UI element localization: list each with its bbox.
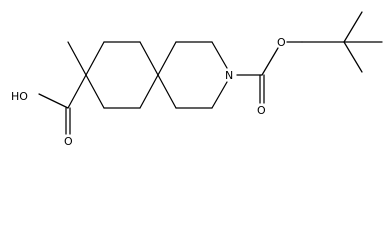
- bond: [139, 74, 159, 109]
- piperidine-ring: [157, 41, 228, 109]
- bond: [261, 47, 279, 76]
- chemical-structure: HO O N O O: [11, 11, 383, 148]
- boc-carbonyl-oxygen-label: O: [257, 104, 266, 117]
- bond: [85, 74, 105, 109]
- carboxylic-acid-group: HO O: [11, 41, 87, 148]
- bond: [157, 41, 177, 76]
- bond: [343, 11, 363, 43]
- acid-carbonyl-oxygen-label: O: [64, 135, 73, 148]
- boc-ester-oxygen-label: O: [277, 36, 286, 49]
- boc-group: O O: [236, 11, 383, 117]
- bond: [38, 93, 69, 109]
- bond: [85, 41, 105, 76]
- methyl-bond: [67, 41, 87, 76]
- nitrogen-label: N: [225, 69, 233, 82]
- bond: [67, 74, 87, 109]
- bond: [343, 41, 363, 73]
- bond: [157, 74, 177, 109]
- bond: [211, 81, 228, 109]
- bond: [139, 41, 159, 76]
- bond: [211, 41, 228, 69]
- hydroxyl-label: HO: [11, 90, 28, 103]
- cyclohexane-ring: [85, 41, 159, 109]
